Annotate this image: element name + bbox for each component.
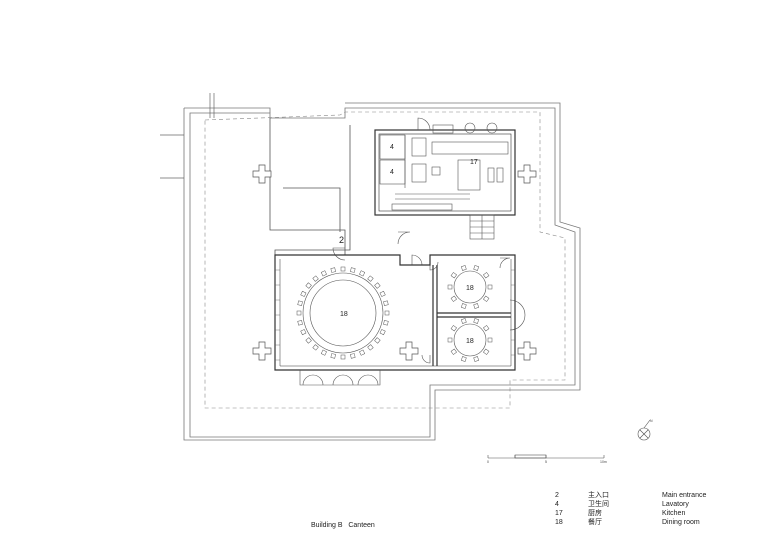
chair [330,353,336,359]
small-table-chairs-lower [447,318,493,362]
chair [450,272,457,279]
chair [367,344,374,351]
service-stair [469,214,495,240]
chair [487,284,493,290]
chair [312,275,319,282]
label-lavatory-lower: 4 [390,169,394,176]
chair [305,282,312,289]
chair [320,349,327,356]
chair [359,270,366,277]
scale-tick-0: 0 [487,460,489,464]
chair [379,290,386,297]
legend-num-main-entrance: 2 [555,492,559,499]
small-round-table-lower [453,323,487,357]
chair [379,329,386,336]
legend-num-kitchen: 17 [555,510,563,517]
chair [384,310,390,316]
chair [383,320,389,326]
entrance-porch [299,370,381,386]
legend-num-dining-room: 18 [555,519,563,526]
legend-num-lavatory: 4 [555,501,559,508]
chair [296,310,302,316]
chair [330,267,336,273]
legend-cn-lavatory: 卫生间 [588,499,609,508]
legend-cn-kitchen: 厨房 [588,508,602,517]
small-table-chairs-upper [447,265,493,309]
chair [450,325,457,332]
chair [374,282,381,289]
chair [340,354,346,360]
label-lavatory-upper: 4 [390,144,394,151]
chair [447,337,453,343]
chair [447,284,453,290]
roof-outline-dashed [204,111,566,409]
left-corridor [160,93,215,179]
chair [312,344,319,351]
label-kitchen: 17 [470,159,478,166]
chair [359,349,366,356]
chair [473,303,480,309]
round-banquet-table [302,272,384,354]
label-main-entrance: 2 [339,235,344,245]
chair [367,275,374,282]
legend: 2 主入口 Main entrance 4 卫生间 Lavatory 17 厨房… [555,490,706,526]
north-arrow [637,419,651,441]
chair [483,348,490,355]
cross-planters [252,164,537,361]
chair [483,325,490,332]
drawing-caption: Building B Canteen [311,522,375,529]
chair [300,329,307,336]
chair [350,267,356,273]
scale-bar [487,454,605,459]
chair [320,270,327,277]
chair [383,300,389,306]
curtain-wall-mullions [275,269,515,361]
chair [450,295,457,302]
chair [374,337,381,344]
door-swings [332,117,526,364]
kitchen-fixtures [379,122,509,211]
chair [297,300,303,306]
chair [460,318,467,324]
label-dining-upper-right: 18 [466,285,474,292]
chair [305,337,312,344]
chair [350,353,356,359]
chair [483,295,490,302]
scale-tick-5: 5 [545,460,547,464]
legend-en-kitchen: Kitchen [662,510,685,517]
round-table-chairs [296,266,390,360]
legend-cn-main-entrance: 主入口 [588,490,609,499]
chair [473,318,480,324]
north-arrow-label: N [650,419,653,423]
scale-tick-10: 10m [600,460,607,464]
site-boundary [183,102,581,441]
chair [460,303,467,309]
label-dining-round: 18 [340,311,348,318]
dining-hall-walls [274,254,516,371]
legend-en-main-entrance: Main entrance [662,492,706,499]
legend-cn-dining-room: 餐厅 [588,517,602,526]
small-round-table-upper [453,270,487,304]
legend-en-dining-room: Dining room [662,519,700,526]
interior-partition [269,118,351,255]
legend-en-lavatory: Lavatory [662,501,689,508]
chair [450,348,457,355]
chair [340,266,346,272]
chair [460,356,467,362]
chair [483,272,490,279]
chair [300,290,307,297]
chair [297,320,303,326]
chair [473,356,480,362]
label-dining-lower-right: 18 [466,338,474,345]
chair [473,265,480,271]
chair [487,337,493,343]
kitchen-block [374,129,516,216]
chair [460,265,467,271]
